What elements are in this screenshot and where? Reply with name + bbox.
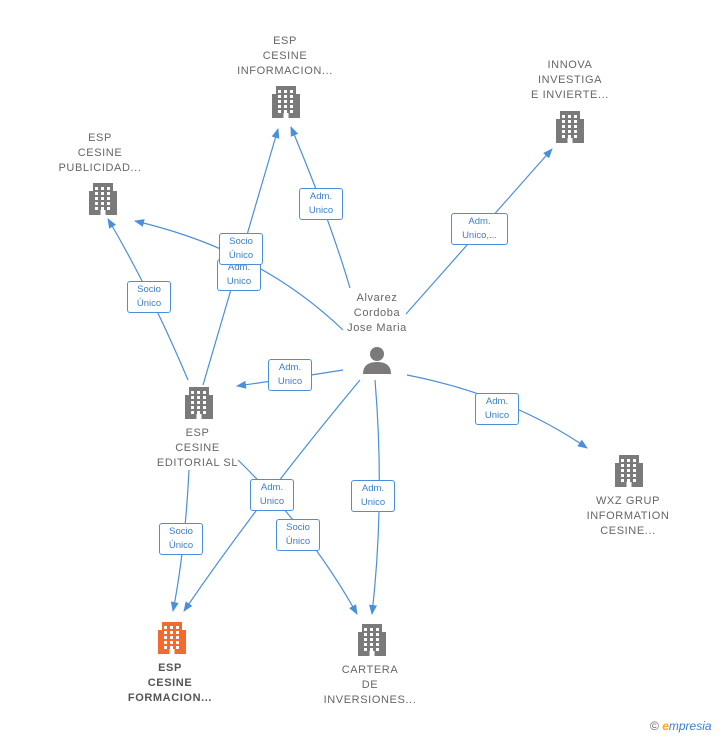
node-innova-investiga[interactable]: INNOVA INVESTIGA E INVIERTE...: [531, 59, 609, 101]
edge-label-socio-formacion[interactable]: Socio Único: [159, 523, 203, 555]
node-esp-cesine-formacion[interactable]: ESP CESINE FORMACION...: [127, 662, 213, 704]
empresia-watermark: © empresia: [650, 719, 712, 733]
node-esp-cesine-publicidad[interactable]: ESP CESINE PUBLICIDAD...: [58, 132, 142, 174]
edge-label-adm-wxz[interactable]: Adm. Unico: [475, 393, 519, 425]
edge-label-adm-cartera[interactable]: Adm. Unico: [351, 480, 395, 512]
edge-label-socio-informacion[interactable]: Socio Único: [219, 233, 263, 265]
node-esp-cesine-informacion[interactable]: ESP CESINE INFORMACION...: [237, 35, 333, 77]
brand-initial: e: [662, 719, 669, 733]
node-cartera-inversiones[interactable]: CARTERA DE INVERSIONES...: [323, 664, 417, 706]
edge-label-adm-innova[interactable]: Adm. Unico,...: [451, 213, 508, 245]
node-alvarez-cordoba[interactable]: Alvarez Cordoba Jose Maria: [347, 292, 407, 334]
edge-label-socio-publicidad[interactable]: Socio Único: [127, 281, 171, 313]
edge-label-adm-informacion[interactable]: Adm. Unico: [299, 188, 343, 220]
edge-label-adm-formacion[interactable]: Adm. Unico: [250, 479, 294, 511]
person-icon: [363, 347, 391, 374]
copyright-symbol: ©: [650, 719, 659, 733]
edge-label-adm-editorial[interactable]: Adm. Unico: [268, 359, 312, 391]
edge-label-socio-cartera[interactable]: Socio Único: [276, 519, 320, 551]
node-wxz-grup[interactable]: WXZ GRUP INFORMATION CESINE...: [586, 495, 670, 537]
brand-name: mpresia: [668, 719, 712, 733]
node-esp-cesine-editorial[interactable]: ESP CESINE EDITORIAL SL: [156, 427, 239, 469]
